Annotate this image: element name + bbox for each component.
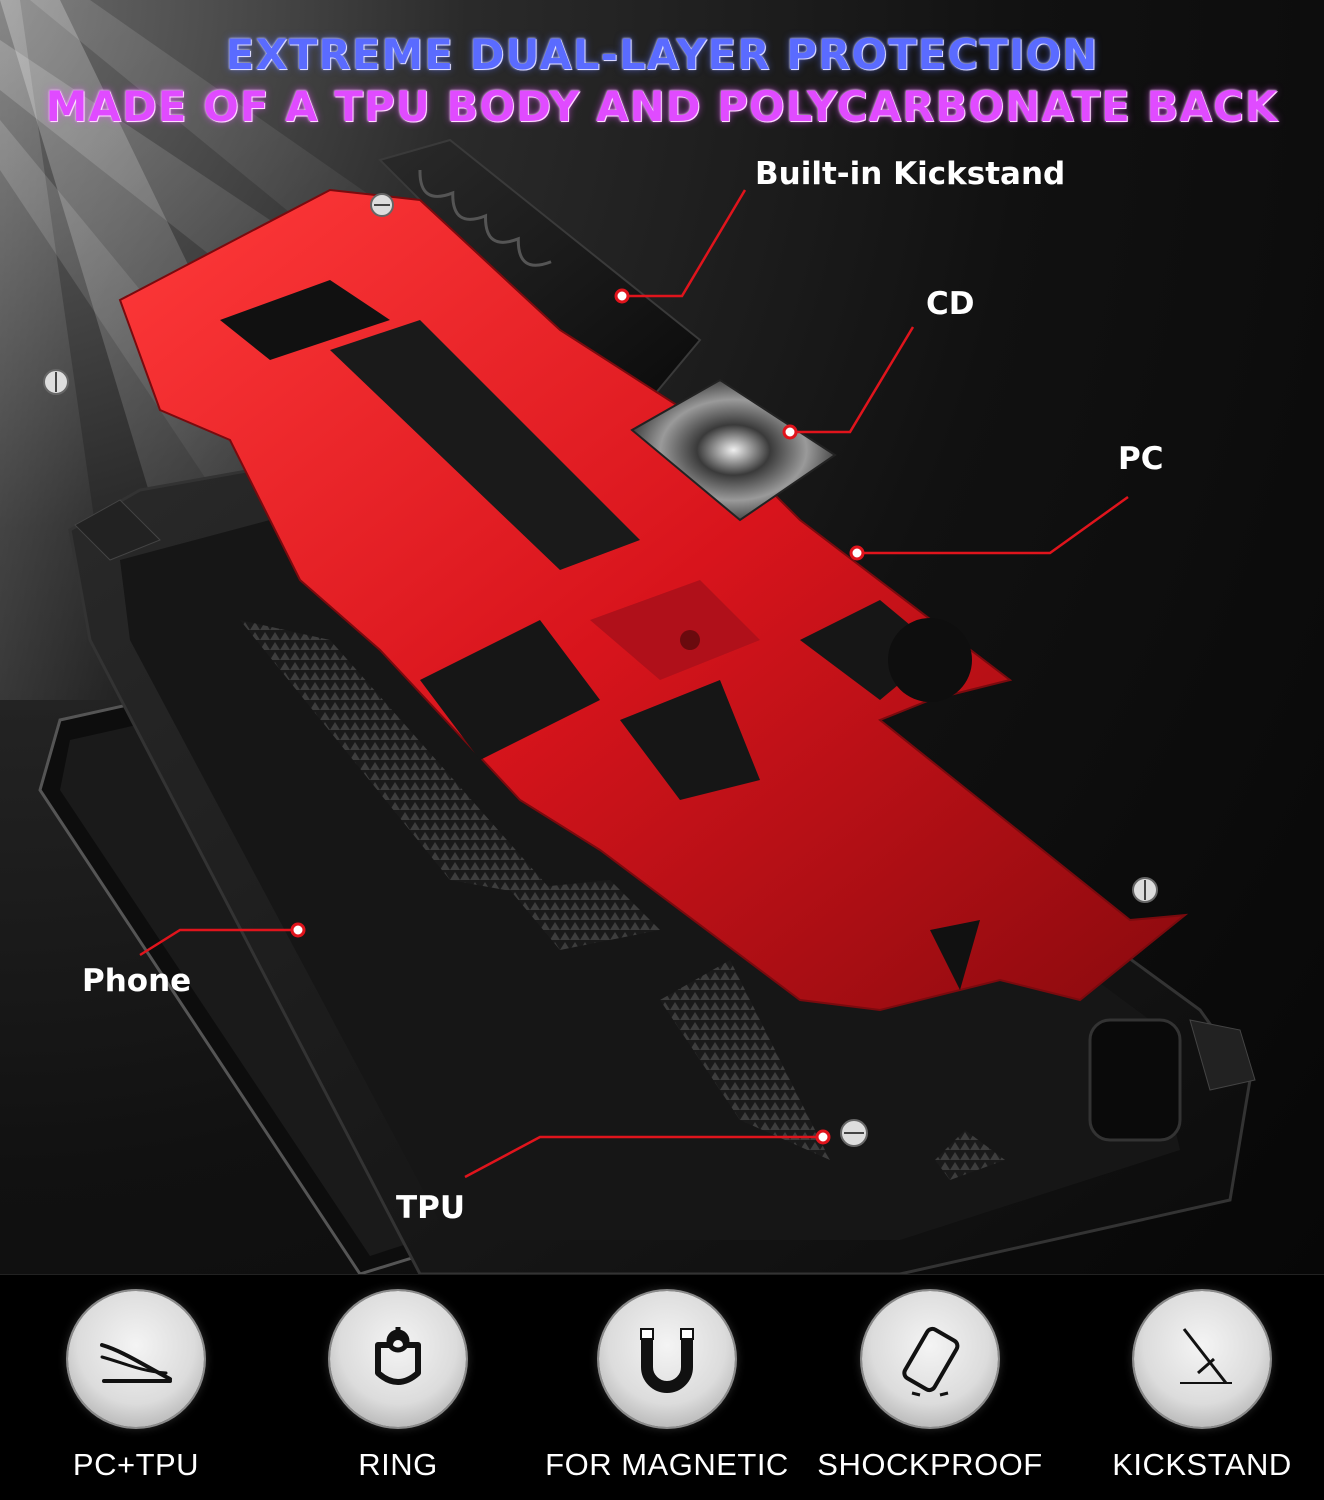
screws	[43, 193, 1158, 1147]
feature-label: FOR MAGNETIC	[545, 1447, 789, 1482]
feature-magnetic: FOR MAGNETIC	[537, 1291, 797, 1483]
callout-dots	[290, 288, 865, 1145]
callout-phone: Phone	[82, 963, 192, 999]
exploded-case-illustration	[38, 138, 1256, 1274]
tilted-phone-icon	[902, 1326, 960, 1397]
feature-label: KICKSTAND	[1112, 1447, 1292, 1482]
feature-label: SHOCKPROOF	[817, 1447, 1043, 1482]
callout-pc: PC	[1118, 441, 1164, 477]
kickstand-icon	[1180, 1328, 1232, 1384]
headline-line-1: EXTREME DUAL-LAYER PROTECTION	[225, 30, 1099, 79]
feature-ring: RING	[268, 1291, 528, 1483]
badge	[1134, 1291, 1270, 1427]
badge	[599, 1291, 735, 1427]
callout-tpu: TPU	[396, 1190, 466, 1226]
curved-layers-icon	[100, 1343, 172, 1383]
ring-holder-icon	[375, 1327, 421, 1385]
feature-label: RING	[358, 1447, 438, 1482]
cd-plate	[630, 378, 837, 522]
feature-strip: PC+TPU RING FOR MAGNETIC	[0, 1274, 1324, 1500]
feature-shockproof: SHOCKPROOF	[800, 1291, 1060, 1483]
badge	[68, 1291, 204, 1427]
feature-kickstand: KICKSTAND	[1072, 1291, 1324, 1483]
badge	[862, 1291, 998, 1427]
feature-label: PC+TPU	[72, 1447, 200, 1482]
feature-pc-tpu: PC+TPU	[6, 1291, 266, 1483]
callout-cd: CD	[926, 286, 975, 322]
headline-line-2: MADE OF A TPU BODY AND POLYCARBONATE BAC…	[45, 82, 1279, 131]
pc-frame	[118, 188, 1189, 1012]
callout-leaders	[139, 189, 1129, 1179]
magnet-icon	[640, 1328, 694, 1393]
badge	[330, 1291, 466, 1427]
callout-kickstand: Built-in Kickstand	[755, 156, 1066, 192]
